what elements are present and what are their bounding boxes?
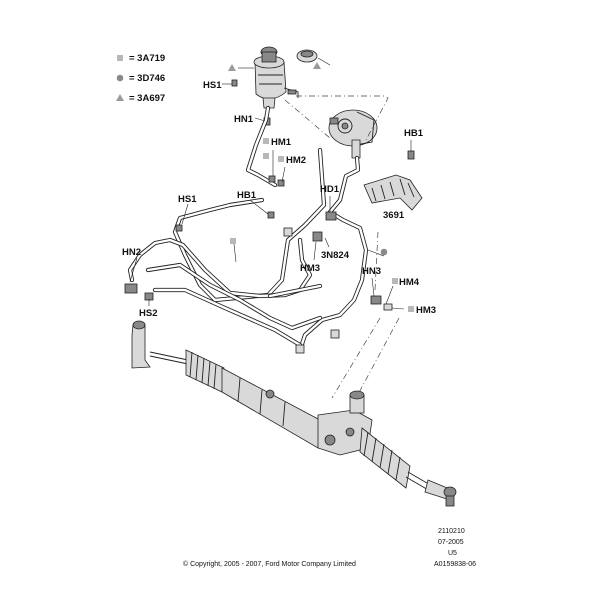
leader-lines <box>129 83 405 310</box>
legend-triangle-marker <box>116 94 124 101</box>
label-hb1-left: HB1 <box>237 190 257 201</box>
label-hd1: HD1 <box>320 184 340 195</box>
ref-code-4: A0159838-06 <box>434 561 476 568</box>
power-steering-pump <box>328 109 378 159</box>
fluid-reservoir <box>228 46 331 126</box>
copyright-notice: © Copyright, 2005 - 2007, Ford Motor Com… <box>183 560 356 568</box>
ref-code-2: 07-2005 <box>438 539 464 546</box>
part-labels: HS1 HN1 HB1 HM1 HM2 HD1 HS1 HB1 3691 3N8… <box>122 80 436 319</box>
reference-codes: 2110210 07-2005 U5 A0159838-06 <box>434 528 476 568</box>
legend: = 3A719 = 3D746 = 3A697 <box>116 53 165 104</box>
assembly-line <box>331 317 381 399</box>
label-3691: 3691 <box>383 210 405 221</box>
label-hn2: HN2 <box>122 247 141 258</box>
legend-item-3a697: = 3A697 <box>129 93 165 104</box>
hose-3691 <box>363 140 423 211</box>
assembly-line <box>284 99 331 139</box>
label-hm4: HM4 <box>399 277 420 288</box>
ref-code-3: U5 <box>448 550 457 557</box>
label-hm1: HM1 <box>271 137 292 148</box>
pressure-hoses <box>124 105 393 354</box>
steering-rack <box>131 320 457 507</box>
legend-item-3d746: = 3D746 <box>129 73 165 84</box>
label-hn1: HN1 <box>234 114 254 125</box>
ref-code-1: 2110210 <box>438 528 465 535</box>
markers <box>230 138 414 312</box>
legend-circle-marker <box>116 74 124 82</box>
legend-item-3a719: = 3A719 <box>129 53 165 64</box>
label-hm3-b: HM3 <box>416 305 436 316</box>
label-hm3-a: HM3 <box>300 263 320 274</box>
legend-square-marker <box>117 55 123 61</box>
label-hs2: HS2 <box>139 308 157 319</box>
assembly-line <box>374 231 379 291</box>
label-hs1-left: HS1 <box>178 194 197 205</box>
label-hn3: HN3 <box>362 266 381 277</box>
label-hb1-right: HB1 <box>404 128 424 139</box>
label-hm2: HM2 <box>286 155 306 166</box>
assembly-line <box>354 317 400 401</box>
assembly-line <box>296 95 389 141</box>
label-hs1-top: HS1 <box>203 80 222 91</box>
label-3n824: 3N824 <box>321 250 350 261</box>
